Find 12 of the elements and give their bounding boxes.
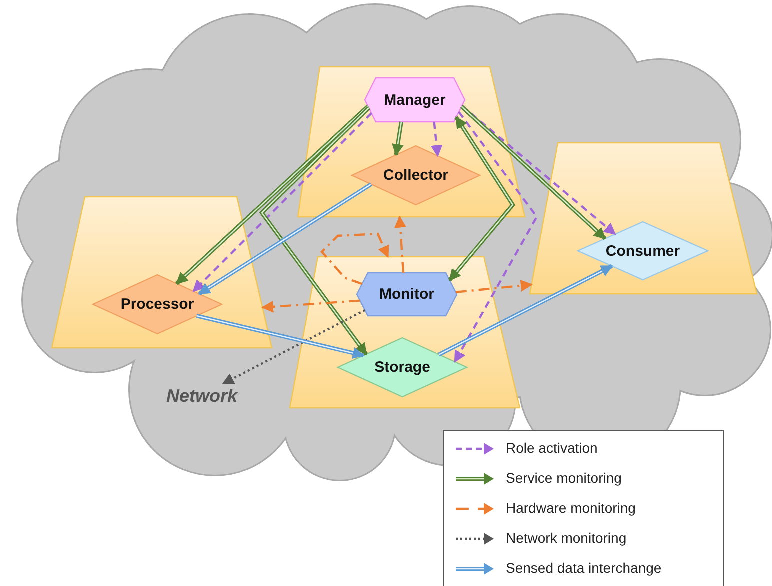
legend-label: Hardware monitoring	[506, 500, 636, 516]
legend-label: Role activation	[506, 440, 598, 456]
node-label: Manager	[384, 92, 446, 108]
legend-label: Network monitoring	[506, 530, 627, 546]
node-label: Processor	[120, 296, 194, 313]
node-label: Monitor	[380, 286, 434, 303]
legend-label: Service monitoring	[506, 470, 622, 486]
node-label: Consumer	[606, 242, 680, 260]
legend-label: Sensed data interchange	[506, 560, 662, 576]
network-label: Network	[166, 386, 238, 406]
node-label: Collector	[383, 167, 448, 184]
node-label: Storage	[374, 359, 430, 376]
